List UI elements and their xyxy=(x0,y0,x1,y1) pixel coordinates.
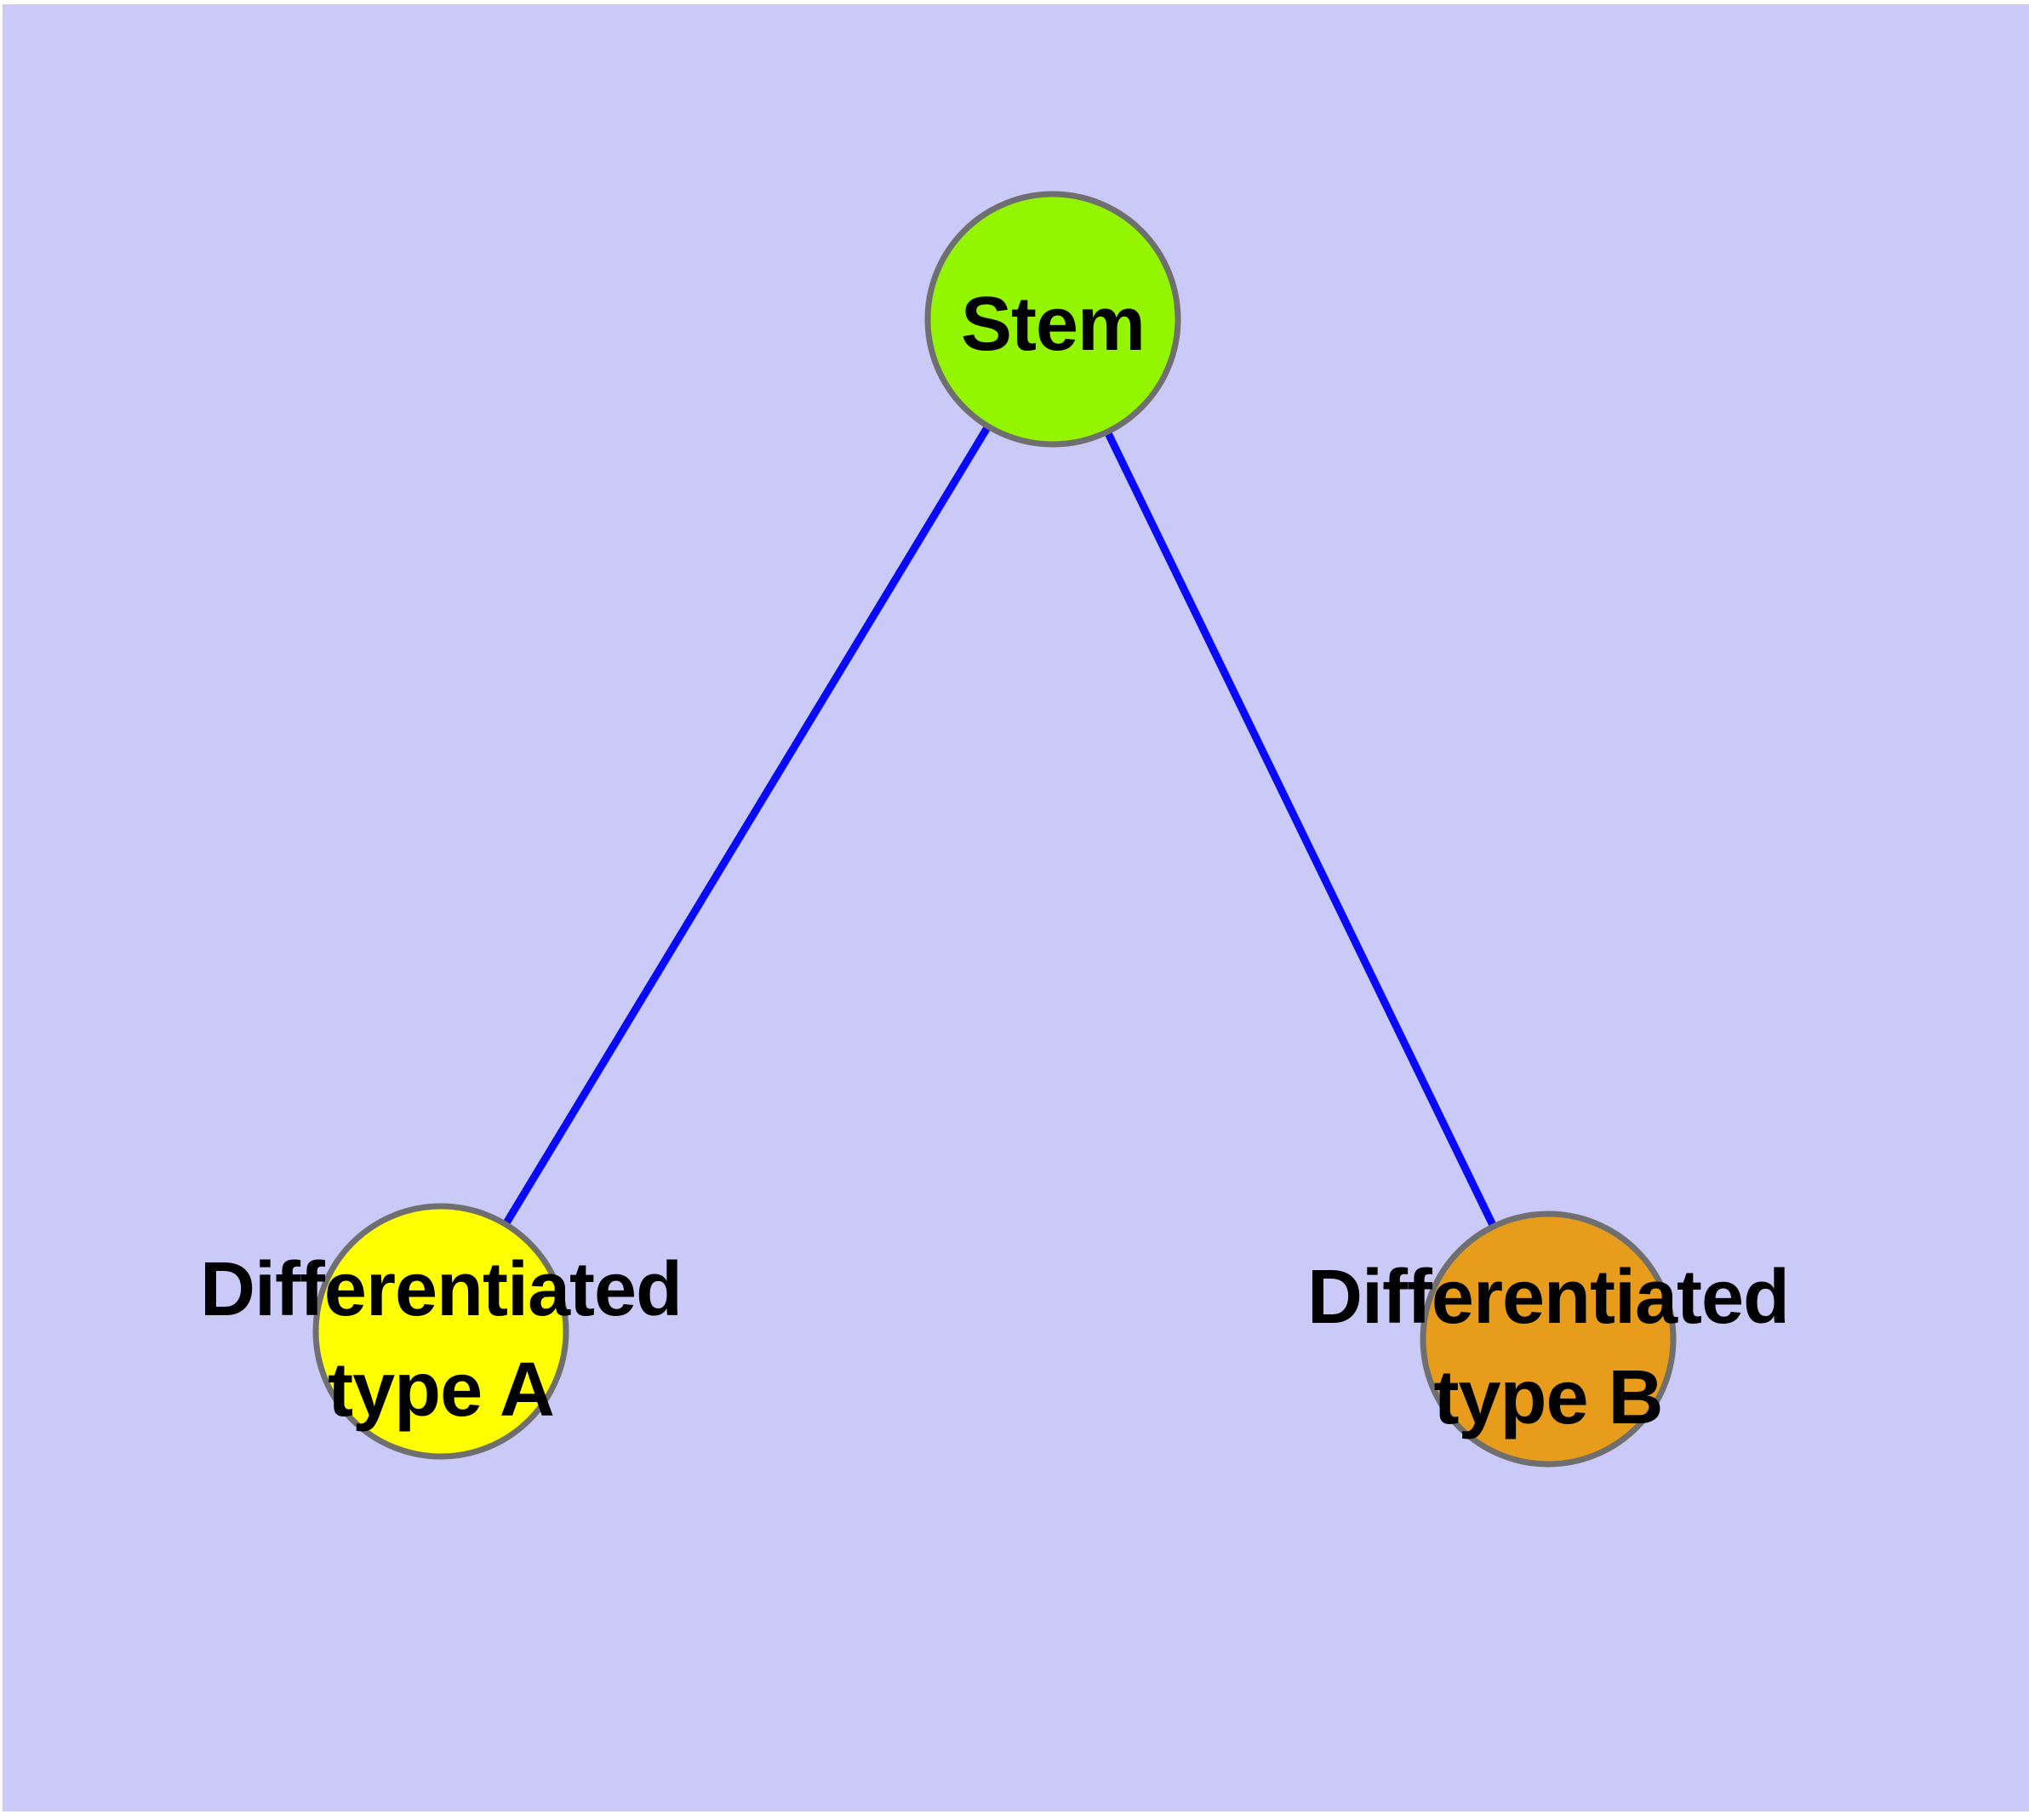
label-type-a-line2: type A xyxy=(328,1348,554,1433)
node-differentiated-type-b xyxy=(1420,1210,1677,1468)
edge-stem-to-type-b xyxy=(1049,318,1552,1341)
label-stem: Stem xyxy=(961,282,1145,367)
node-stem xyxy=(924,191,1181,448)
label-type-b-line2: type B xyxy=(1433,1355,1662,1440)
edge-stem-to-type-a xyxy=(437,317,1056,1334)
node-differentiated-type-a xyxy=(312,1203,569,1460)
label-type-b-line1: Differentiated xyxy=(1307,1255,1789,1340)
label-type-a-line1: Differentiated xyxy=(200,1247,682,1332)
